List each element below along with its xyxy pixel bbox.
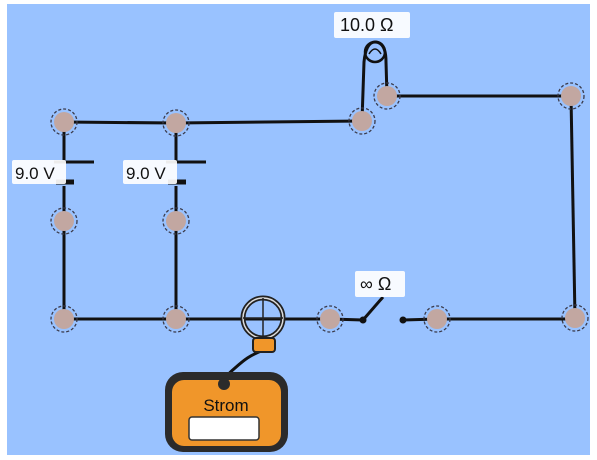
- canvas-background: [7, 4, 590, 455]
- junction-node[interactable]: [348, 107, 376, 135]
- junction-node[interactable]: [50, 108, 78, 136]
- battery-right-label[interactable]: 9.0 V: [123, 160, 177, 184]
- battery-left-label[interactable]: 9.0 V: [12, 160, 66, 184]
- bulb-resistance-label[interactable]: 10.0 Ω: [334, 12, 410, 38]
- circuit-canvas[interactable]: 9.0 V 9.0 V 10.0 Ω ∞ Ω: [7, 4, 590, 455]
- ammeter[interactable]: Strom: [165, 372, 288, 452]
- wire[interactable]: [175, 119, 363, 125]
- junction-node[interactable]: [162, 207, 190, 235]
- junction-node[interactable]: [557, 82, 585, 110]
- junction-node[interactable]: [373, 82, 401, 110]
- junction-node[interactable]: [162, 305, 190, 333]
- switch-resistance-label[interactable]: ∞ Ω: [355, 271, 405, 297]
- battery-left-voltage: 9.0 V: [15, 164, 55, 183]
- junction-node[interactable]: [316, 305, 344, 333]
- battery-right-voltage: 9.0 V: [126, 164, 166, 183]
- switch[interactable]: [329, 296, 438, 324]
- junction-node[interactable]: [561, 304, 589, 332]
- bulb-resistance: 10.0 Ω: [340, 15, 394, 35]
- switch-resistance: ∞ Ω: [360, 274, 391, 294]
- ammeter-title: Strom: [203, 396, 248, 415]
- wire[interactable]: [63, 120, 177, 125]
- junction-node[interactable]: [423, 305, 451, 333]
- switch-lever[interactable]: [361, 296, 385, 321]
- junction-node[interactable]: [50, 207, 78, 235]
- bulb[interactable]: [360, 40, 389, 122]
- wire[interactable]: [569, 95, 577, 319]
- ammeter-display: [188, 416, 260, 441]
- junction-node[interactable]: [162, 109, 190, 137]
- junction-node[interactable]: [50, 305, 78, 333]
- junctions: [50, 82, 589, 333]
- bulb-icon: [363, 40, 387, 64]
